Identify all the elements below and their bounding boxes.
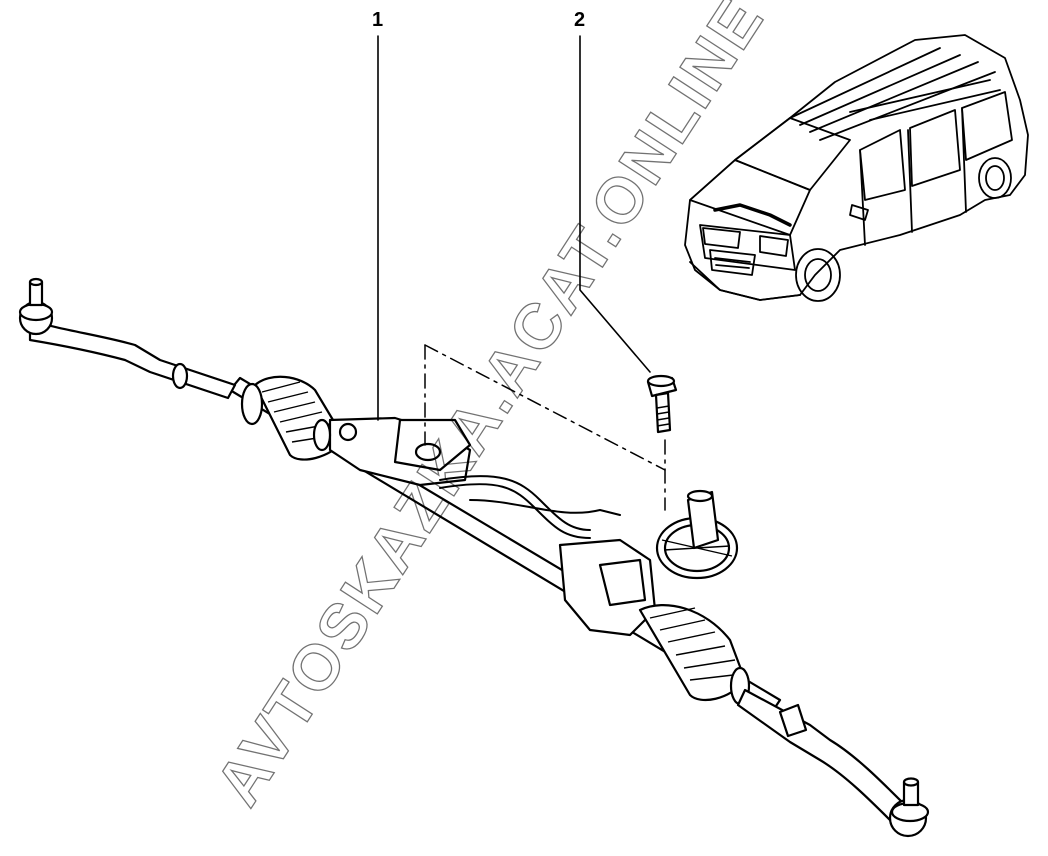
callout-leaders — [377, 35, 651, 421]
callout-leader-2 — [579, 35, 651, 373]
callout-number-1: 1 — [372, 9, 383, 31]
vehicle-illustration — [684, 34, 1029, 302]
mounting-bolt — [646, 374, 678, 434]
steering-rack-assembly — [18, 277, 930, 838]
right-bellows-boot — [638, 603, 751, 706]
callout-number-2: 2 — [574, 9, 585, 31]
assembly-guide-lines — [424, 344, 666, 511]
